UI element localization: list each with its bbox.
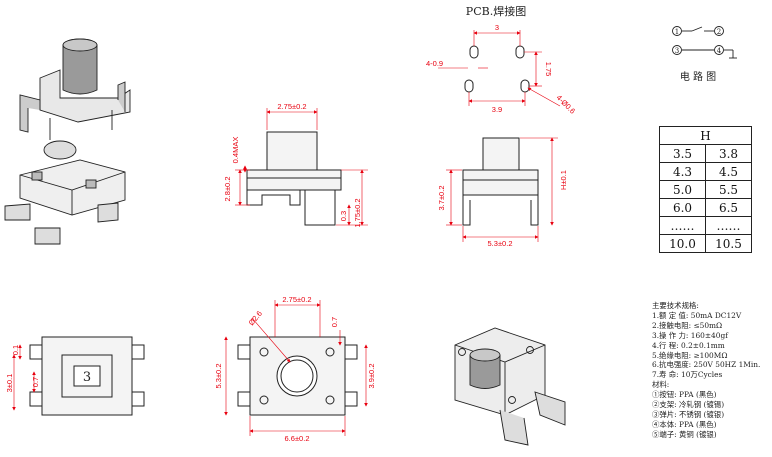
table-cell: 6.0 xyxy=(659,198,706,217)
bottom-view xyxy=(29,336,145,416)
spec-line: 7.寿 命: 10万Cycles xyxy=(652,370,723,380)
bottom-07-label: 0.7 xyxy=(31,377,40,387)
assembled-view xyxy=(454,327,566,446)
bottom-dimensions xyxy=(12,344,36,411)
pcb-pads xyxy=(464,45,530,93)
bottom-3-label: 3±0.1 xyxy=(5,374,14,393)
spec-line: ⑤端子: 黄铜 (镀银) xyxy=(652,429,717,439)
pcb-pitch-label: 3 xyxy=(495,23,499,32)
spec-line: 6.抗电强度: 250V 50HZ 1Min. xyxy=(652,360,761,370)
pcb-hole-label: 4-Ø0.6 xyxy=(555,93,578,116)
front-dimensions xyxy=(235,108,368,226)
pcb-dimensions xyxy=(438,30,561,107)
spec-line: ①按钮: PPA (黑色) xyxy=(652,390,717,400)
top-width66-label: 6.6±0.2 xyxy=(285,434,310,443)
pcb-row-label: 1.75 xyxy=(544,62,553,77)
pin-3: 3 xyxy=(675,47,679,55)
front-terminal-label: 1.75±0.2 xyxy=(353,198,362,227)
spec-line: 3.操 作 力: 160±40gf xyxy=(652,330,728,340)
pin-1: 1 xyxy=(675,28,679,36)
top-view xyxy=(237,336,358,416)
spec-line: ④本体: PPA (黑色) xyxy=(652,419,717,429)
top-diameter-label: Ø2.6 xyxy=(247,309,264,327)
table-cell: 3.8 xyxy=(705,144,752,163)
circuit-label: 电 路 图 xyxy=(680,70,716,83)
top-height-label: 5.3±0.2 xyxy=(214,364,223,389)
table-cell: 10.0 xyxy=(659,234,706,253)
table-row: ………… xyxy=(659,216,752,235)
spec-line: 5.绝缘电阻: ≥100MΩ xyxy=(652,350,728,360)
pcb-title: PCB.焊接图 xyxy=(466,4,526,18)
table-cell: 6.5 xyxy=(705,198,752,217)
spec-line: ③弹片: 不锈钢 (镀银) xyxy=(652,409,725,419)
spec-list: 主要技术规格: 1.额 定 值: 50mA DC12V 2.接触电阻: ≤50m… xyxy=(652,301,760,440)
table-cell: 10.5 xyxy=(705,234,752,253)
top-39-label: 3.9±0.2 xyxy=(367,364,376,389)
table-cell: 3.5 xyxy=(659,144,706,163)
pin-4: 4 xyxy=(717,47,722,55)
spec-line: ②支架: 冷轧钢 (镀锡) xyxy=(652,400,725,410)
table-cell: 4.5 xyxy=(705,162,752,181)
top-dimensions xyxy=(224,300,368,436)
top-07-label: 0.7 xyxy=(330,317,339,327)
table-cell: 5.0 xyxy=(659,180,706,199)
side-height-label: 3.7±0.2 xyxy=(437,186,446,211)
top-width-label: 2.75±0.2 xyxy=(282,295,311,304)
spec-line: 1.额 定 值: 50mA DC12V xyxy=(652,310,742,320)
pin-2: 2 xyxy=(717,28,721,36)
height-table-header: H xyxy=(659,126,752,145)
side-view xyxy=(462,137,539,226)
bottom-01-label: 0.1 xyxy=(11,345,20,355)
spec-line: 4.行 程: 0.2±0.1mm xyxy=(652,340,725,350)
table-cell: …… xyxy=(659,216,706,235)
front-thickness-label: 0.3 xyxy=(339,211,348,221)
side-dimensions xyxy=(446,137,558,242)
bottom-mark: 3 xyxy=(83,370,91,385)
table-cell: 4.3 xyxy=(659,162,706,181)
spec-title: 主要技术规格: xyxy=(652,301,699,310)
front-height-label: 2.8±0.2 xyxy=(223,177,232,202)
table-cell: …… xyxy=(705,216,752,235)
pcb-pad-label: 4-0.9 xyxy=(426,59,443,68)
pcb-width-label: 3.9 xyxy=(492,105,502,114)
exploded-view xyxy=(4,38,131,245)
table-cell: 5.5 xyxy=(705,180,752,199)
circuit-schematic xyxy=(672,26,737,59)
front-view xyxy=(246,131,342,226)
side-H-label: H±0.1 xyxy=(559,170,568,190)
side-width-label: 5.3±0.2 xyxy=(488,239,513,248)
front-max-label: 0.4MAX xyxy=(231,137,240,164)
spec-line: 2.接触电阻: ≤50mΩ xyxy=(652,320,723,330)
front-width-label: 2.75±0.2 xyxy=(277,102,306,111)
spec-line: 材料: xyxy=(652,380,670,390)
